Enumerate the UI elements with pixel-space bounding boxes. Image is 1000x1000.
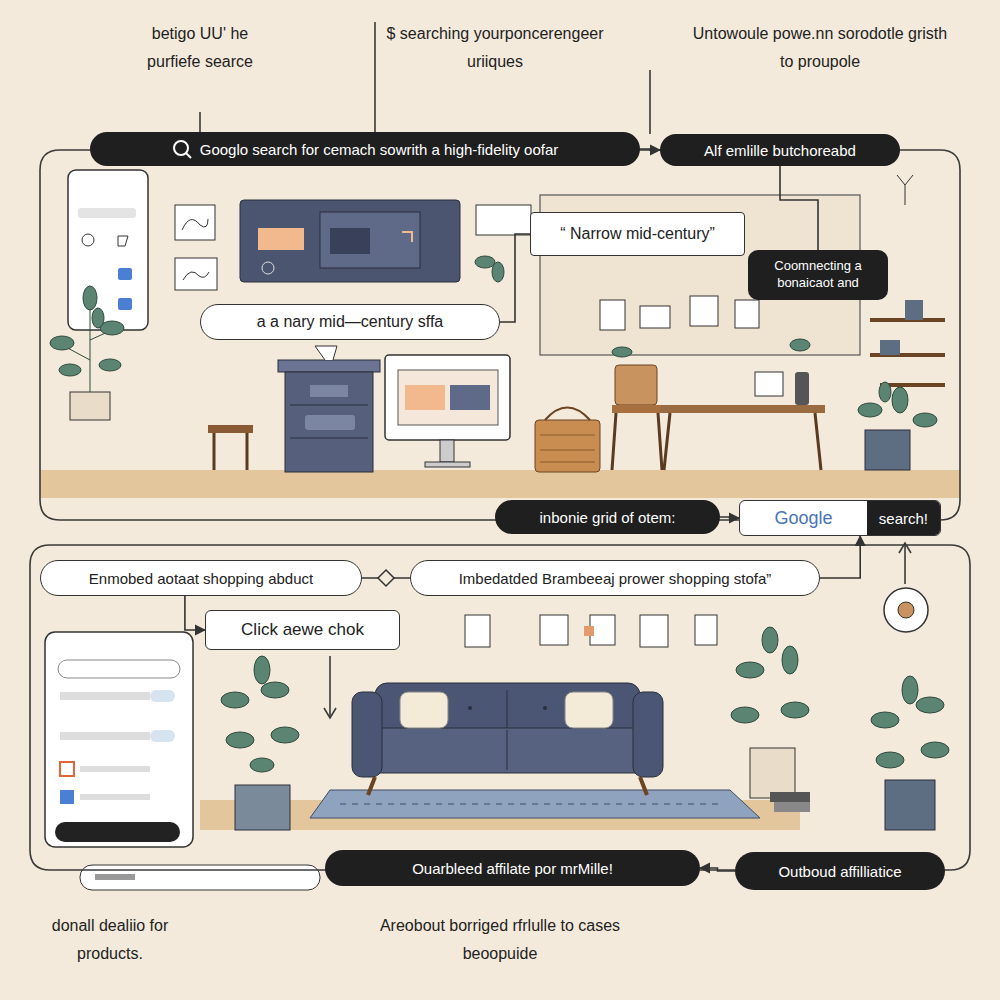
node-text: Ouarbleed affilate por mrMille! [412, 860, 613, 877]
connector [700, 868, 735, 871]
note-label: $ searching yourponcerengeer uriiques [385, 20, 605, 76]
note-label: Untowoule powe.nn sorodotle gristh to pr… [690, 20, 950, 76]
node-text: Googlo search for cemach sowrith a high-… [200, 141, 559, 158]
node-text: a a nary mid—century sffa [257, 313, 443, 331]
connector [820, 536, 860, 578]
connector [640, 149, 660, 150]
connector [500, 234, 530, 322]
node-text: Enmobed aotaat shopping abduct [89, 570, 313, 587]
step-pill: Enmobed aotaat shopping abduct [40, 560, 362, 596]
note-label: donall dealiio for products. [35, 912, 185, 968]
step-pill: Alf emlille butchoreabd [660, 134, 900, 166]
step-pill: inbonie grid of otem: [495, 500, 720, 534]
search-button: Googlesearch! [739, 500, 941, 536]
junction-diamond [378, 570, 394, 586]
affiliate-pill: Outboud affilliatice [735, 852, 945, 890]
connector [780, 166, 818, 250]
connector [720, 517, 739, 518]
search-icon [172, 139, 192, 159]
query-pill: a a nary mid—century sffa [200, 304, 500, 340]
step-box: Coomnecting a bonaicaot and [748, 250, 888, 300]
note-label: betigo UU' he purfiefe searce [130, 20, 270, 76]
step-pill: Imbedatded Brambeeaj prower shopping sto… [410, 560, 820, 596]
node-text: inbonie grid of otem: [540, 509, 676, 526]
node-text: Click aewe chok [241, 620, 364, 640]
node-text: Imbedatded Brambeeaj prower shopping sto… [459, 570, 772, 587]
affiliate-pill: Ouarbleed affilate por mrMille! [325, 850, 700, 886]
node-text: Alf emlille butchoreabd [704, 142, 856, 159]
node-text: “ Narrow mid-century” [560, 225, 715, 243]
node-text: Coomnecting a bonaicaot and [756, 258, 880, 292]
search-pill: Googlo search for cemach sowrith a high-… [90, 132, 640, 166]
node-subtext: search! [867, 501, 940, 535]
click-box: Click aewe chok [205, 610, 400, 650]
connector [185, 596, 205, 630]
query-box: “ Narrow mid-century” [530, 212, 745, 256]
node-text: Outboud affilliatice [778, 863, 901, 880]
note-label: Areobout borriged rfrlulle to cases beoo… [360, 912, 640, 968]
node-text: Google [740, 501, 867, 535]
